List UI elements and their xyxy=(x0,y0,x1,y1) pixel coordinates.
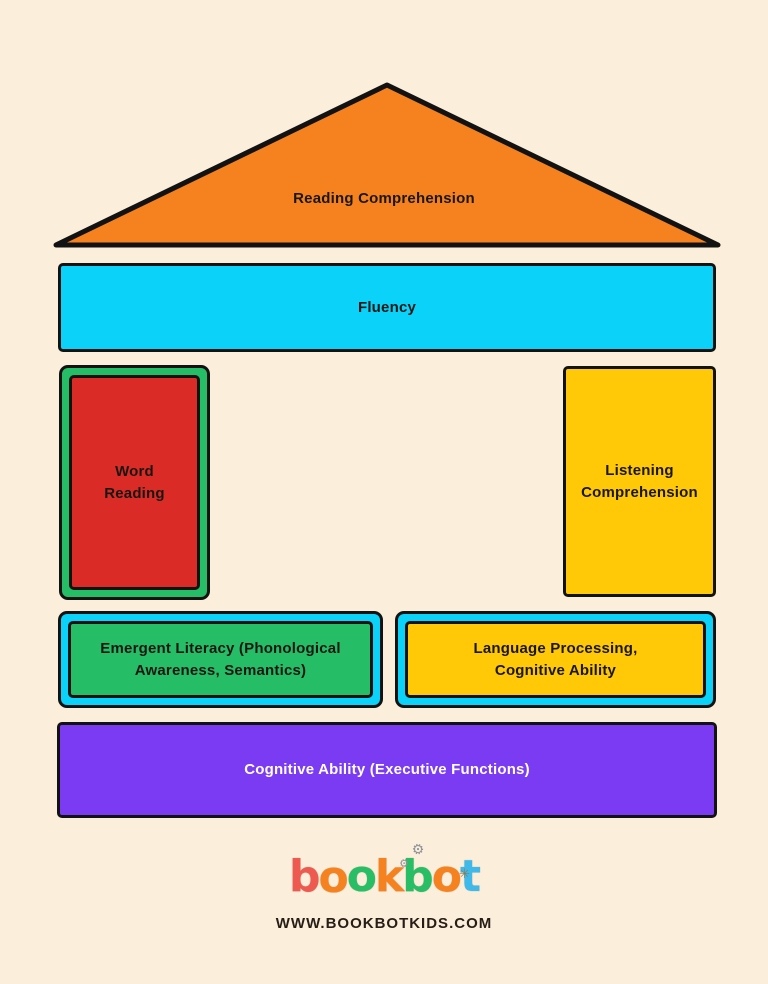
logo-letter-b1: b xyxy=(288,851,320,902)
fluency-label: Fluency xyxy=(357,298,417,316)
spark-icon: ✳ xyxy=(459,866,470,881)
logo-letter-o1: o xyxy=(318,852,348,903)
language-processing-inner-box: Language Processing, Cognitive Ability xyxy=(405,621,706,698)
bookbot-logo: bookbot xyxy=(0,848,768,906)
word-reading-inner-box: Word Reading xyxy=(69,375,200,590)
listening-comprehension-label: Listening Comprehension xyxy=(581,461,698,501)
language-processing-box: Language Processing, Cognitive Ability xyxy=(395,611,716,708)
listening-comprehension-pillar: Listening Comprehension xyxy=(563,366,716,597)
cognitive-ability-bar: Cognitive Ability (Executive Functions) xyxy=(57,722,717,818)
website-url: WWW.BOOKBOTKIDS.COM xyxy=(275,915,493,932)
language-processing-label: Language Processing, Cognitive Ability xyxy=(473,639,638,679)
logo-letter-t: t xyxy=(459,851,481,902)
logo-letter-o3: o xyxy=(429,849,463,904)
logo-letter-o2: o xyxy=(346,851,377,902)
word-reading-label: Word Reading xyxy=(104,462,165,502)
emergent-literacy-box: Emergent Literacy (Phonological Awarenes… xyxy=(58,611,383,708)
emergent-literacy-label: Emergent Literacy (Phonological Awarenes… xyxy=(100,639,341,679)
logo-letter-b2: b xyxy=(402,851,433,902)
logo-letter-k: k xyxy=(374,851,404,902)
roof-label: Reading Comprehension xyxy=(293,190,475,207)
fluency-bar: Fluency xyxy=(58,263,716,352)
roof-shape xyxy=(53,82,721,248)
gear-icon: ⚙ xyxy=(410,840,427,860)
roof-triangle xyxy=(53,82,721,248)
emergent-literacy-inner-box: Emergent Literacy (Phonological Awarenes… xyxy=(68,621,373,698)
word-reading-pillar: Word Reading xyxy=(59,365,210,600)
cognitive-ability-label: Cognitive Ability (Executive Functions) xyxy=(244,761,530,778)
